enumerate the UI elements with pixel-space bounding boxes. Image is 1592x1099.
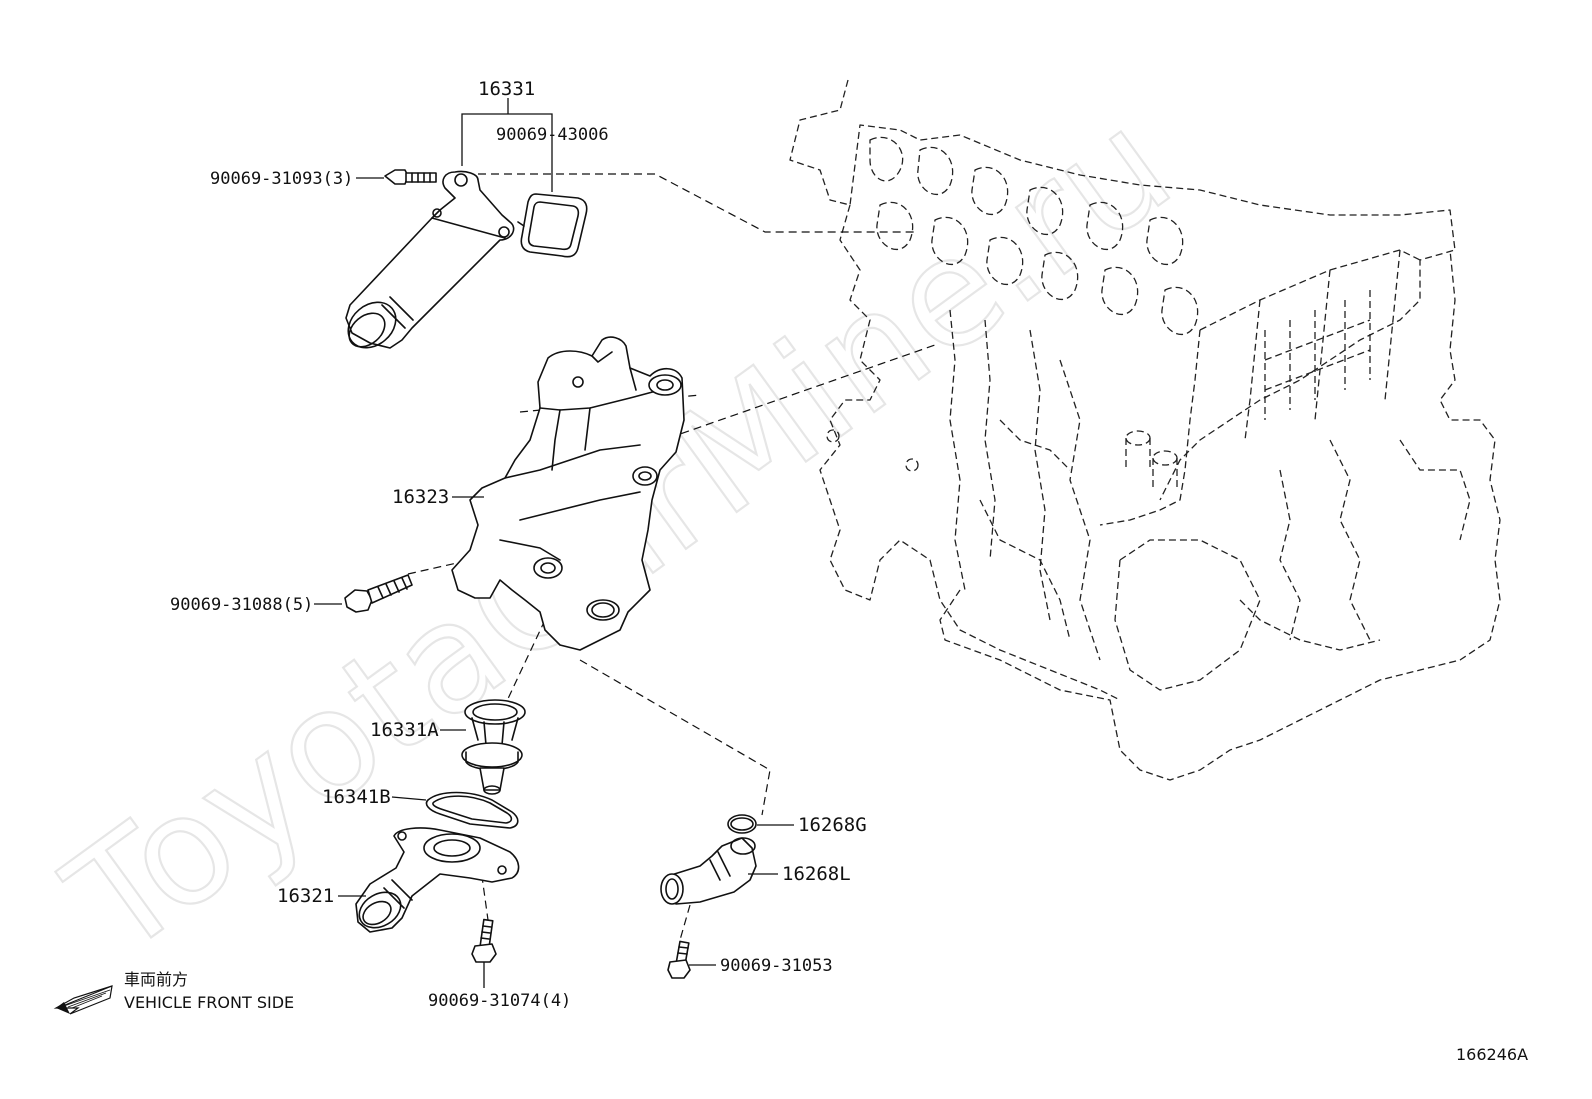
water-inlet-16321 — [355, 827, 520, 933]
bolt-90069-31088 — [344, 574, 413, 613]
label-16268L: 16268L — [782, 863, 851, 885]
label-90069-43006: 90069-43006 — [496, 125, 609, 145]
label-16323: 16323 — [392, 486, 449, 508]
thermostat-16331A — [461, 699, 526, 795]
vehicle-front-indicator: 車両前方 VEHICLE FRONT SIDE — [53, 970, 294, 1015]
label-16268G: 16268G — [798, 814, 867, 836]
label-16331A: 16331A — [370, 719, 439, 741]
water-inlet-housing — [345, 170, 515, 349]
label-90069-31088: 90069-31088(5) — [170, 595, 313, 615]
diagram-code: 166246A — [1456, 1045, 1528, 1064]
part-labels: 16331 90069-43006 90069-31093(3) 16323 9… — [170, 78, 867, 1011]
pipe-16268L — [660, 837, 757, 905]
label-90069-31053: 90069-31053 — [720, 956, 833, 976]
label-16331: 16331 — [478, 78, 535, 100]
leader-lines — [314, 98, 794, 988]
vehicle-front-japanese: 車両前方 — [124, 970, 188, 989]
label-16341B: 16341B — [322, 786, 391, 808]
label-90069-31074: 90069-31074(4) — [428, 991, 571, 1011]
bolt-90069-31053 — [667, 940, 691, 979]
bolt-90069-31093 — [384, 169, 437, 185]
gasket-90069-43006 — [517, 193, 588, 258]
label-16321: 16321 — [277, 885, 334, 907]
vehicle-front-english: VEHICLE FRONT SIDE — [124, 993, 294, 1012]
front-arrow-icon — [53, 985, 113, 1015]
gasket-16341B — [425, 791, 519, 829]
bolt-90069-31074 — [471, 918, 497, 963]
label-90069-31093: 90069-31093(3) — [210, 169, 353, 189]
o-ring-16268G — [727, 814, 757, 834]
water-outlet-bracket — [451, 336, 685, 651]
engine-block — [789, 79, 1501, 781]
